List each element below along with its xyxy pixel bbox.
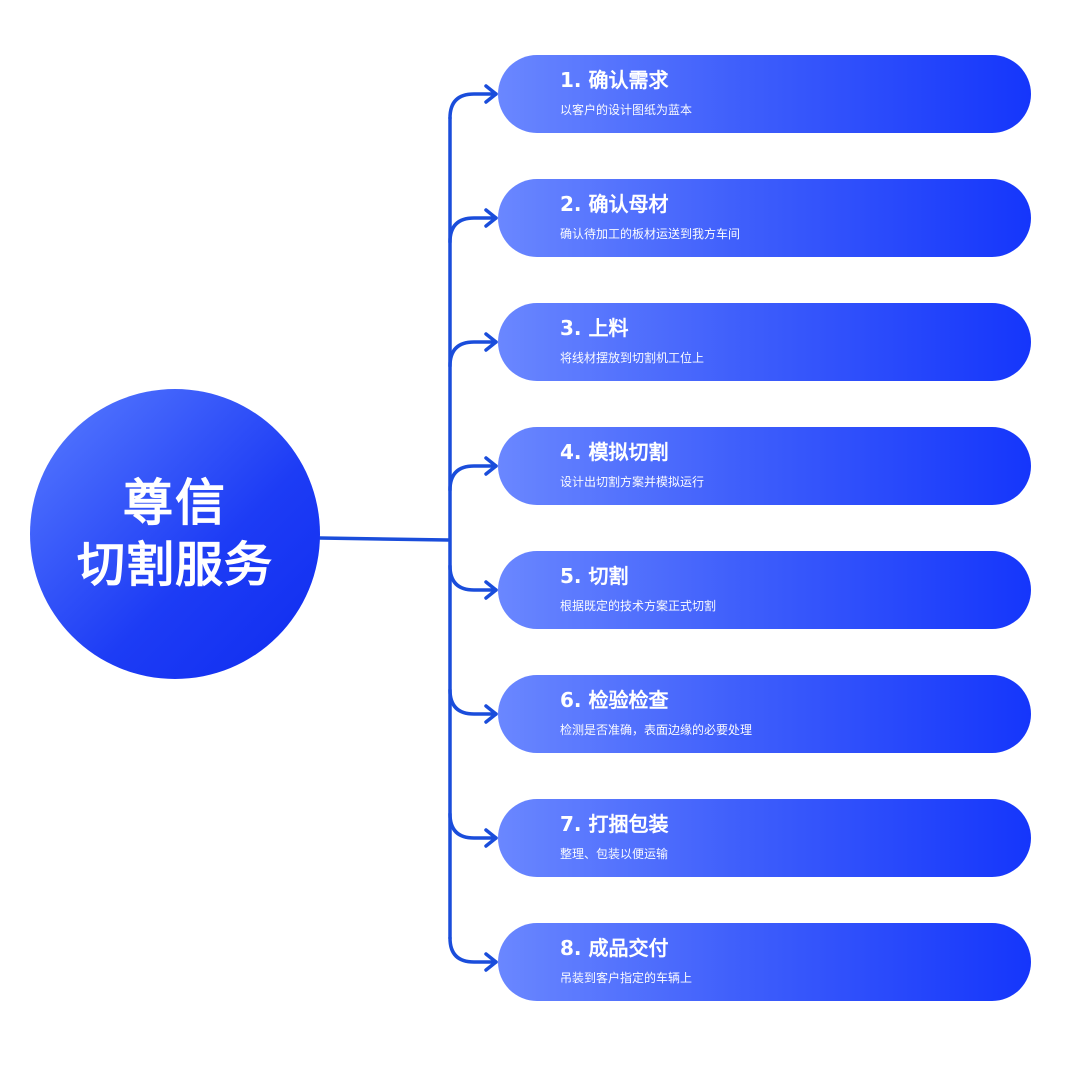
hub-connector — [318, 536, 450, 542]
step-title: 4. 模拟切割 — [560, 440, 669, 464]
step-description: 设计出切割方案并模拟运行 — [560, 475, 705, 489]
step-description: 吊装到客户指定的车辆上 — [560, 971, 693, 985]
step-title: 1. 确认需求 — [560, 68, 669, 92]
branch-6 — [448, 688, 498, 716]
step-description: 根据既定的技术方案正式切割 — [560, 599, 717, 613]
hub-title-line2: 切割服务 — [76, 537, 273, 593]
arrow-4 — [484, 456, 498, 476]
step-title: 6. 检验检查 — [560, 688, 669, 712]
step-description: 确认待加工的板材运送到我方车间 — [560, 227, 741, 241]
step-title: 3. 上料 — [560, 316, 629, 340]
step-description: 整理、包装以便运输 — [560, 847, 669, 861]
branch-2 — [448, 216, 498, 244]
step-card-5: 5. 切割 根据既定的技术方案正式切割 — [498, 551, 1031, 629]
step-description: 将线材摆放到切割机工位上 — [560, 351, 705, 365]
arrow-5 — [484, 580, 498, 600]
step-description: 检测是否准确，表面边缘的必要处理 — [560, 723, 753, 737]
branch-1 — [448, 92, 498, 120]
branch-8 — [448, 936, 498, 964]
arrow-2 — [484, 208, 498, 228]
branch-3 — [448, 340, 498, 368]
arrow-1 — [484, 84, 498, 104]
arrow-6 — [484, 704, 498, 724]
step-title: 2. 确认母材 — [560, 192, 669, 216]
branch-4 — [448, 464, 498, 492]
step-title: 5. 切割 — [560, 564, 629, 588]
arrow-8 — [484, 952, 498, 972]
arrow-7 — [484, 828, 498, 848]
step-card-3: 3. 上料 将线材摆放到切割机工位上 — [498, 303, 1031, 381]
step-card-2: 2. 确认母材 确认待加工的板材运送到我方车间 — [498, 179, 1031, 257]
step-card-6: 6. 检验检查 检测是否准确，表面边缘的必要处理 — [498, 675, 1031, 753]
step-card-1: 1. 确认需求 以客户的设计图纸为蓝本 — [498, 55, 1031, 133]
step-card-8: 8. 成品交付 吊装到客户指定的车辆上 — [498, 923, 1031, 1001]
hub-title-line1: 尊信 — [123, 474, 227, 532]
step-description: 以客户的设计图纸为蓝本 — [560, 103, 693, 117]
step-title: 7. 打捆包装 — [560, 812, 669, 836]
branch-7 — [448, 812, 498, 840]
arrow-3 — [484, 332, 498, 352]
step-title: 8. 成品交付 — [560, 936, 669, 960]
step-card-4: 4. 模拟切割 设计出切割方案并模拟运行 — [498, 427, 1031, 505]
branch-5 — [448, 564, 498, 592]
step-card-7: 7. 打捆包装 整理、包装以便运输 — [498, 799, 1031, 877]
hub-circle: 尊信 切割服务 — [30, 389, 320, 679]
